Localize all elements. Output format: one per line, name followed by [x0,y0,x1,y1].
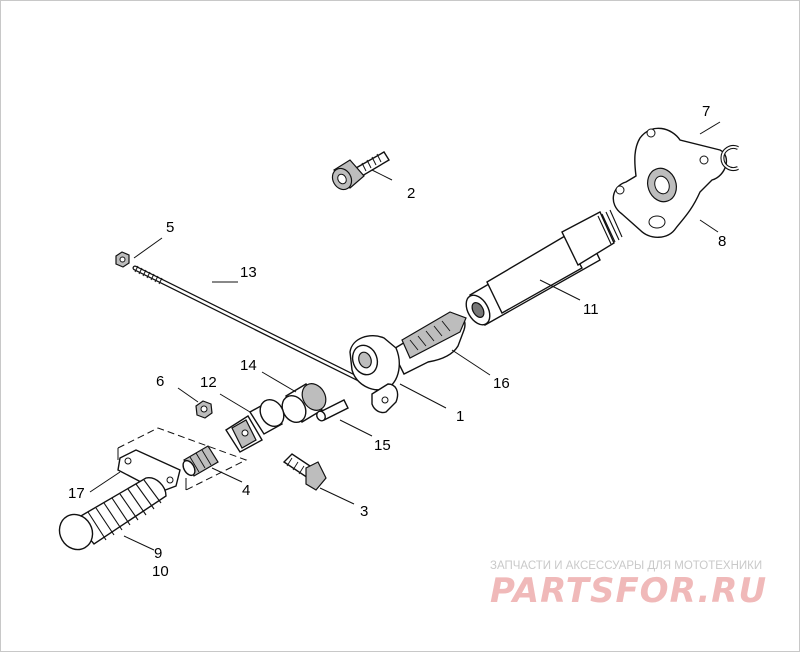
leader-lines [89,121,721,551]
part-11-shaft [465,209,623,326]
callout-8: 8 [718,233,726,250]
callout-2: 2 [407,185,415,202]
part-4-set-screw [182,445,219,477]
part-6-nut [195,400,213,419]
callout-9: 9 [154,545,162,562]
callout-16: 16 [493,375,510,392]
part-8-bracket [612,127,728,238]
callout-3: 3 [360,503,368,520]
part-2-cap-screw [331,151,390,191]
watermark-brand: PARTSFOR.RU [490,571,767,611]
callout-1: 1 [456,408,464,425]
callout-13: 13 [240,264,257,281]
watermark: ЗАПЧАСТИ И АКСЕССУАРЫ ДЛЯ МОТОТЕХНИКИ PA… [490,560,767,611]
callout-11: 11 [583,301,599,318]
part-16-shift-lever [349,311,467,391]
part-17-mount-bracket [117,427,248,493]
part-7-retaining-clip [720,145,739,171]
callout-6: 6 [156,373,164,390]
part-9-footpeg [58,477,167,551]
callout-4: 4 [242,482,250,499]
part-1-rod-end [371,383,399,414]
callout-14: 14 [240,357,257,374]
callout-5: 5 [166,219,174,236]
part-15-pin [316,399,349,422]
part-12-clevis [225,398,285,453]
part-14-bushing [281,383,327,424]
callout-7: 7 [702,103,710,120]
callout-17: 17 [68,485,85,502]
callout-10: 10 [152,563,169,580]
part-5-nut [115,251,130,268]
callout-15: 15 [374,437,391,454]
watermark-subtitle: ЗАПЧАСТИ И АКСЕССУАРЫ ДЛЯ МОТОТЕХНИКИ [490,560,762,572]
part-3-bolt [282,453,327,491]
part-13-shift-rod [132,265,388,395]
callout-12: 12 [200,374,217,391]
